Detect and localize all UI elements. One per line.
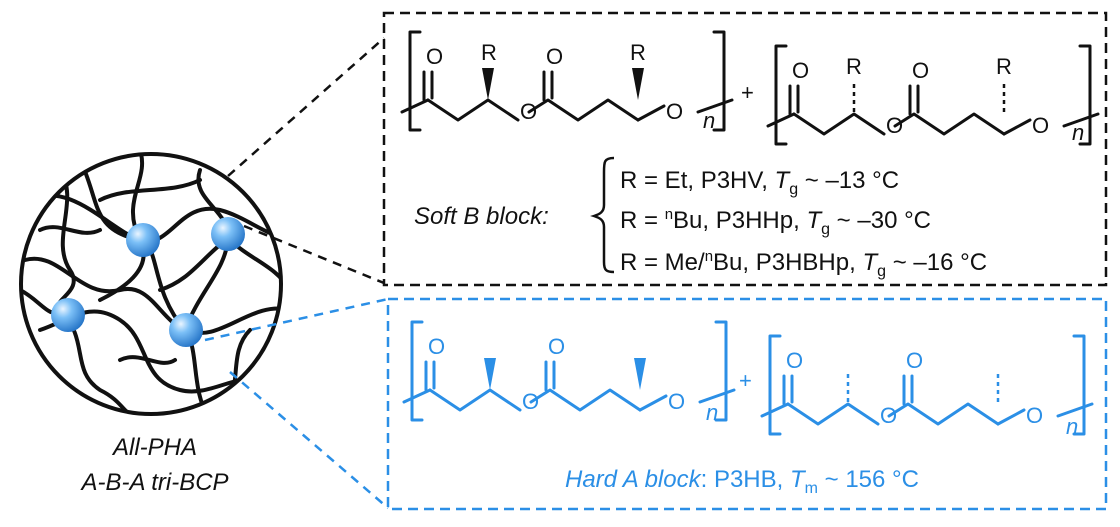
r-group: R xyxy=(630,40,646,65)
caption-line-2: A-B-A tri-BCP xyxy=(79,469,228,496)
carbonyl-o: O xyxy=(548,334,565,359)
ester-o: O xyxy=(520,99,537,124)
hard-block-node xyxy=(51,298,85,332)
hard-structure-labels: O O O O n + O O O O n xyxy=(428,334,1078,439)
repeat-n: n xyxy=(1066,414,1078,439)
repeat-n: n xyxy=(703,108,715,133)
soft-option-3: R = Me/nBu, P3HBHp, Tg ~ –16 °C xyxy=(620,248,987,280)
caption-line-1: All-PHA xyxy=(111,434,197,461)
zoom-line xyxy=(229,371,389,509)
ester-o: O xyxy=(1026,403,1043,428)
hard-block-node xyxy=(126,223,160,257)
carbonyl-o: O xyxy=(792,58,809,83)
soft-structure-1 xyxy=(400,30,734,132)
zoom-line xyxy=(227,37,385,177)
soft-block-panel xyxy=(382,11,1108,287)
hard-structure-2 xyxy=(760,334,1094,436)
ester-o: O xyxy=(1032,113,1049,138)
hard-block-label: Hard A block: P3HB, Tm ~ 156 °C xyxy=(565,466,919,497)
soft-block-label: Soft B block: xyxy=(414,203,549,230)
hard-block-node xyxy=(211,217,245,251)
soft-option-2: R = nBu, P3HHp, Tg ~ –30 °C xyxy=(620,206,931,238)
carbonyl-o: O xyxy=(786,348,803,373)
carbonyl-o: O xyxy=(906,348,923,373)
ester-o: O xyxy=(522,389,539,414)
ester-o: O xyxy=(880,403,897,428)
plus-sign: + xyxy=(741,80,754,105)
hard-structure-1 xyxy=(402,320,736,422)
hard-block-panel xyxy=(386,297,1108,511)
plus-sign: + xyxy=(739,368,752,393)
soft-structure-labels: O O O O R R n + O O O O R R n xyxy=(426,40,1084,145)
soft-option-1: R = Et, P3HV, Tg ~ –13 °C xyxy=(620,167,899,198)
repeat-n: n xyxy=(706,400,718,425)
r-group: R xyxy=(996,54,1012,79)
carbonyl-o: O xyxy=(428,334,445,359)
r-group: R xyxy=(481,40,497,65)
carbonyl-o: O xyxy=(426,44,443,69)
ester-o: O xyxy=(666,99,683,124)
r-group: R xyxy=(846,54,862,79)
hard-block-node xyxy=(169,313,203,347)
soft-structure-2 xyxy=(766,44,1100,146)
ester-o: O xyxy=(668,389,685,414)
network-illustration xyxy=(19,152,283,416)
option-brace xyxy=(590,156,615,274)
carbonyl-o: O xyxy=(912,58,929,83)
carbonyl-o: O xyxy=(546,44,563,69)
ester-o: O xyxy=(886,113,903,138)
repeat-n: n xyxy=(1072,120,1084,145)
